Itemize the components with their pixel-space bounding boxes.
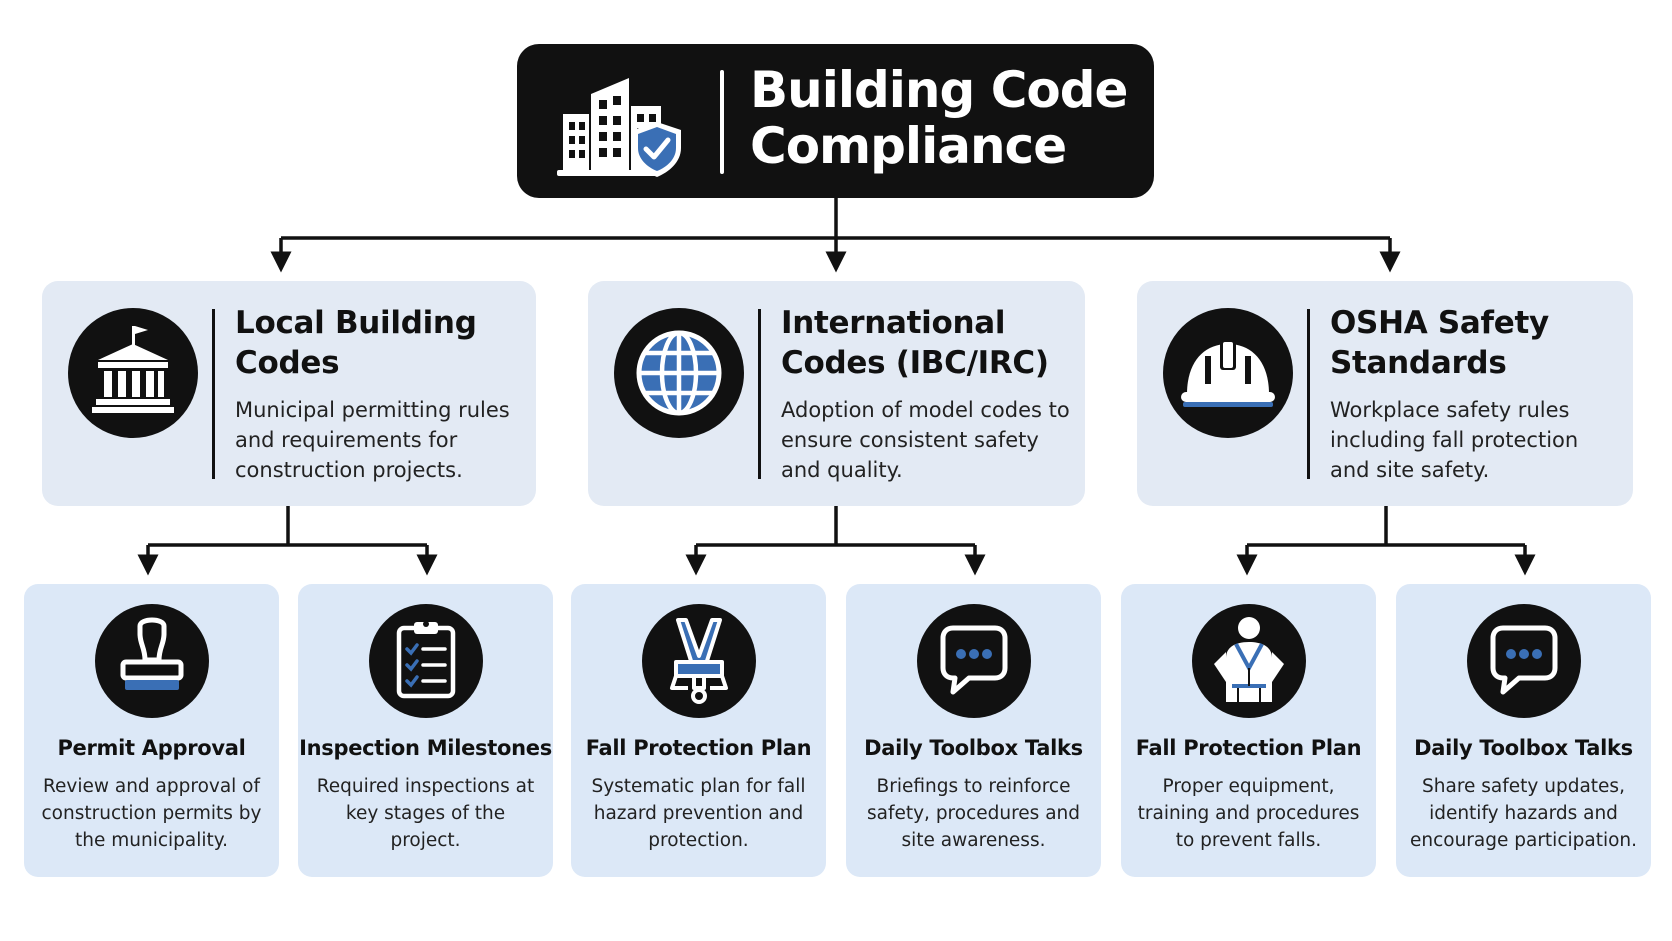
category-description: Municipal permitting rules and requireme… bbox=[235, 398, 510, 482]
category-card-local-building-codes: Local Building Codes Municipal permittin… bbox=[42, 281, 536, 506]
leaf-title: Daily Toolbox Talks bbox=[864, 736, 1083, 760]
worker-harness-icon bbox=[1192, 604, 1306, 718]
globe-icon bbox=[614, 308, 744, 438]
category-description: Adoption of model codes to ensure consis… bbox=[781, 398, 1070, 482]
leaf-title: Inspection Milestones bbox=[299, 736, 552, 760]
leaf-card-daily-toolbox-talks-osha: Daily Toolbox Talks Share safety updates… bbox=[1396, 584, 1651, 877]
stamp-icon bbox=[95, 604, 209, 718]
leaf-description: Systematic plan for fall hazard preventi… bbox=[591, 776, 806, 851]
chat-bubble-icon bbox=[917, 604, 1031, 718]
leaf-card-inspection-milestones: Inspection Milestones Required inspectio… bbox=[298, 584, 553, 877]
leaf-title: Daily Toolbox Talks bbox=[1414, 736, 1633, 760]
category-divider bbox=[212, 309, 215, 479]
hard-hat-icon bbox=[1163, 308, 1293, 438]
leaf-card-daily-toolbox-talks: Daily Toolbox Talks Briefings to reinfor… bbox=[846, 584, 1101, 877]
leaf-card-fall-protection-plan-osha: Fall Protection Plan Proper equipment, t… bbox=[1121, 584, 1376, 877]
government-building-icon bbox=[68, 308, 198, 438]
title-divider bbox=[720, 70, 724, 174]
leaf-title: Fall Protection Plan bbox=[1135, 736, 1362, 760]
category-title: International Codes (IBC/IRC) bbox=[781, 305, 1049, 381]
chat-bubble-icon bbox=[1467, 604, 1581, 718]
category-title: Local Building Codes bbox=[235, 305, 477, 381]
category-divider bbox=[1307, 309, 1310, 479]
leaf-description: Briefings to reinforce safety, procedure… bbox=[866, 776, 1081, 851]
leaf-description: Required inspections at key stages of th… bbox=[316, 776, 535, 851]
category-divider bbox=[758, 309, 761, 479]
category-card-international-codes: International Codes (IBC/IRC) Adoption o… bbox=[588, 281, 1085, 506]
leaf-card-fall-protection-plan: Fall Protection Plan Systematic plan for… bbox=[571, 584, 826, 877]
leaf-card-permit-approval: Permit Approval Review and approval of c… bbox=[24, 584, 279, 877]
leaf-title: Fall Protection Plan bbox=[585, 736, 812, 760]
page-title: Building Code Compliance bbox=[750, 61, 1128, 175]
title-banner: Building Code Compliance bbox=[517, 44, 1154, 198]
category-title: OSHA Safety Standards bbox=[1330, 305, 1549, 381]
leaf-description: Proper equipment, training and procedure… bbox=[1137, 776, 1360, 851]
category-description: Workplace safety rules including fall pr… bbox=[1330, 398, 1579, 482]
safety-harness-icon bbox=[642, 604, 756, 718]
clipboard-checklist-icon bbox=[369, 604, 483, 718]
building-shield-icon bbox=[557, 78, 681, 177]
leaf-description: Review and approval of construction perm… bbox=[41, 776, 262, 851]
leaf-title: Permit Approval bbox=[57, 736, 246, 760]
leaf-description: Share safety updates, identify hazards a… bbox=[1409, 776, 1638, 851]
category-card-osha-safety-standards: OSHA Safety Standards Workplace safety r… bbox=[1137, 281, 1633, 506]
